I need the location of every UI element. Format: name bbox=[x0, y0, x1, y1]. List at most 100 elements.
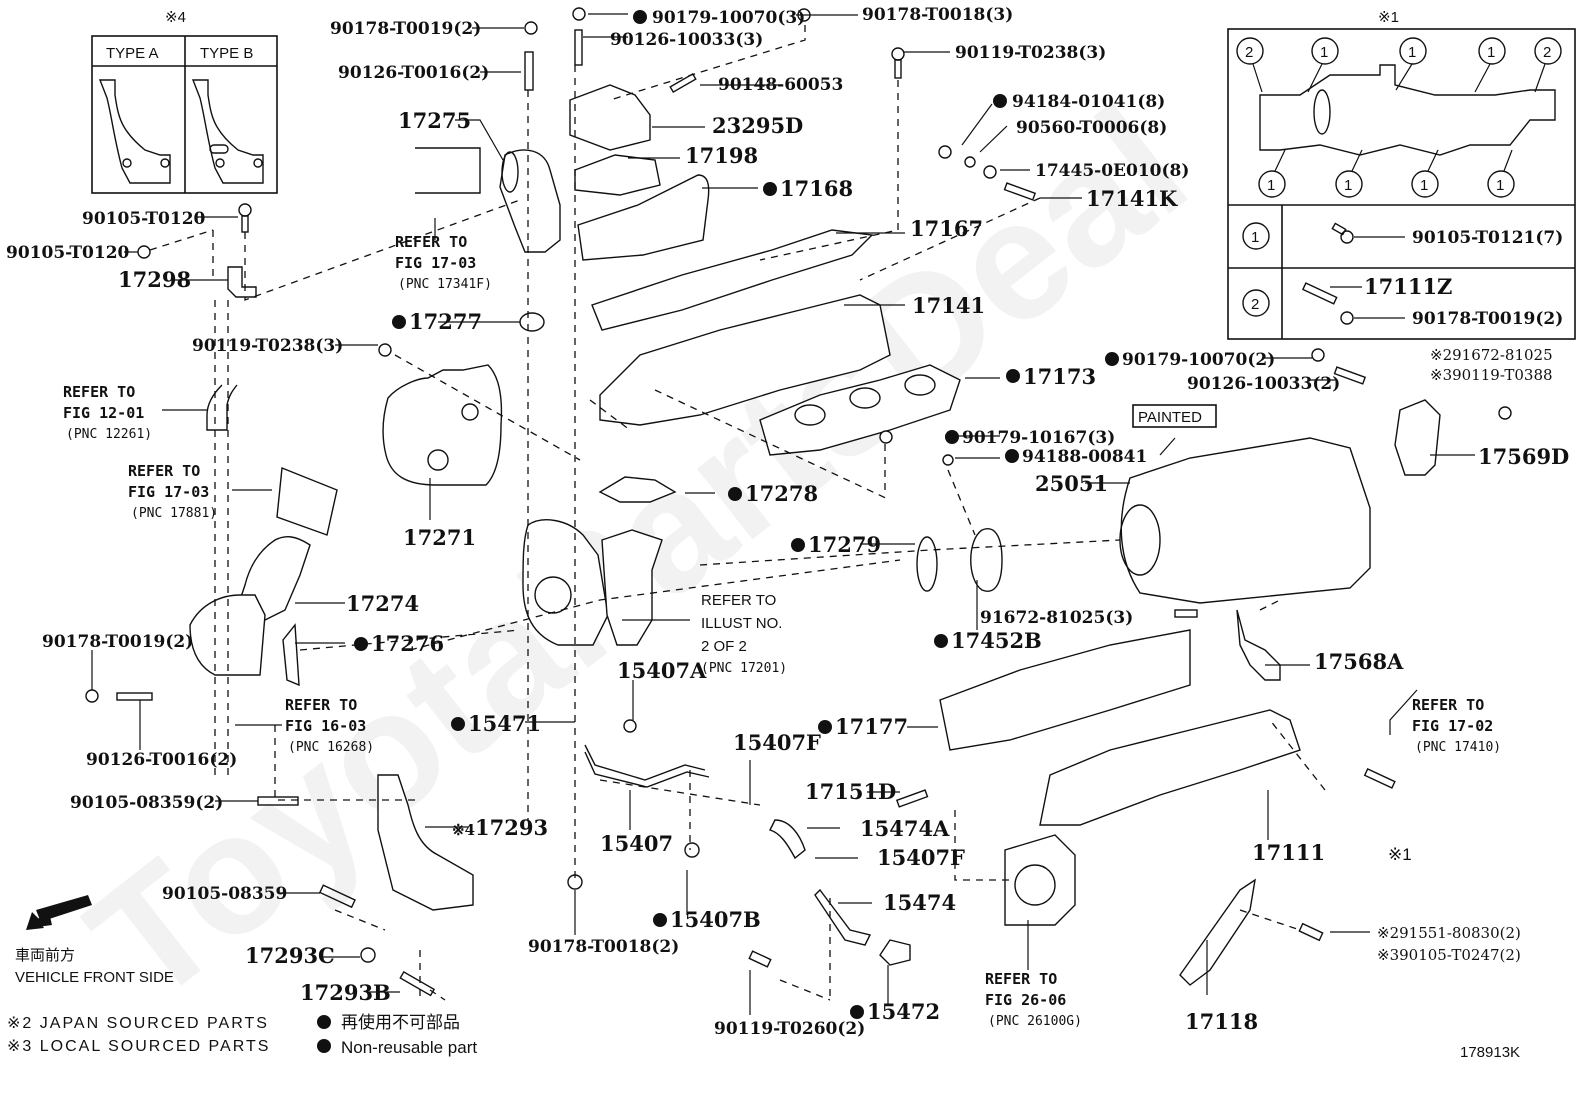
label-15407F-b[interactable]: 15407F bbox=[877, 845, 965, 870]
label-15407B[interactable]: 15407B bbox=[670, 907, 761, 932]
label-94184-01041[interactable]: 94184-01041(8) bbox=[1012, 92, 1165, 112]
label-17173[interactable]: 17173 bbox=[1023, 364, 1096, 389]
label-90560-T0006[interactable]: 90560-T0006(8) bbox=[1016, 118, 1167, 138]
label-90178-T0019-top[interactable]: 90178-T0019(2) bbox=[330, 19, 481, 39]
label-91672-81025-3[interactable]: 91672-81025(3) bbox=[980, 608, 1133, 628]
label-15407[interactable]: 15407 bbox=[600, 831, 673, 856]
label-17276[interactable]: 17276 bbox=[371, 631, 444, 656]
bracket-17298-icon bbox=[227, 266, 257, 298]
diagram-stroke bbox=[253, 158, 263, 168]
label-90126-10033-3[interactable]: 90126-10033(3) bbox=[610, 30, 763, 50]
label-17277[interactable]: 17277 bbox=[409, 309, 482, 334]
label-90179-10070-3[interactable]: 90179-10070(3) bbox=[652, 8, 805, 28]
label-17568A[interactable]: 17568A bbox=[1314, 649, 1404, 674]
label-90178-T0018-3[interactable]: 90178-T0018(3) bbox=[862, 5, 1013, 25]
label-94188-00841[interactable]: 94188-00841 bbox=[1022, 447, 1147, 467]
label-17275[interactable]: 17275 bbox=[398, 108, 471, 133]
refer-17881[interactable]: REFER TO FIG 17-03 (PNC 17881) bbox=[128, 462, 217, 521]
label-90119-T0238-top[interactable]: 90119-T0238(3) bbox=[955, 43, 1106, 63]
diagram-stroke bbox=[1242, 222, 1270, 250]
label-90105-08359[interactable]: 90105-08359 bbox=[162, 884, 287, 904]
label-17452B[interactable]: 17452B bbox=[951, 628, 1042, 653]
label-90105-T0120-a[interactable]: 90105-T0120 bbox=[82, 209, 206, 229]
non-reusable-dot bbox=[850, 1005, 864, 1019]
label-15471[interactable]: 15471 bbox=[468, 711, 541, 736]
label-17111[interactable]: 17111 bbox=[1252, 840, 1325, 865]
label-90105-08359-2[interactable]: 90105-08359(2) bbox=[70, 793, 223, 813]
label-17569D[interactable]: 17569D bbox=[1478, 444, 1569, 469]
bolt-icon bbox=[623, 719, 637, 733]
label-23295D[interactable]: 23295D bbox=[712, 113, 803, 138]
label-17177[interactable]: 17177 bbox=[835, 714, 908, 739]
bracket-17568A-icon bbox=[1236, 609, 1281, 681]
label-17445-0E010[interactable]: 17445-0E010(8) bbox=[1035, 161, 1189, 181]
part-outlines bbox=[189, 84, 1441, 986]
label-15474[interactable]: 15474 bbox=[883, 890, 956, 915]
label-17111Z[interactable]: 17111Z bbox=[1364, 274, 1452, 299]
label-17293[interactable]: ※417293 bbox=[452, 815, 548, 840]
label-15407A[interactable]: 15407A bbox=[617, 658, 707, 683]
label-90105-T0120-b[interactable]: 90105-T0120 bbox=[6, 243, 130, 263]
label-90178-T0019-inset[interactable]: 90178-T0019(2) bbox=[1412, 309, 1563, 329]
label-17141K[interactable]: 17141K bbox=[1086, 186, 1178, 211]
label-90179-10167[interactable]: 90179-10167(3) bbox=[962, 428, 1115, 448]
refer-17341F[interactable]: REFER TO FIG 17-03 (PNC 17341F) bbox=[395, 233, 492, 292]
diagram-stroke bbox=[1258, 170, 1286, 198]
nut-icon bbox=[983, 165, 997, 179]
diagram-stroke bbox=[904, 374, 936, 396]
label-90105-T0247-local[interactable]: ※390105-T0247(2) bbox=[1377, 946, 1521, 964]
label-15474A[interactable]: 15474A bbox=[860, 816, 950, 841]
label-17198[interactable]: 17198 bbox=[685, 143, 758, 168]
label-90148-60053[interactable]: 90148-60053 bbox=[718, 75, 843, 95]
label-17278[interactable]: 17278 bbox=[745, 481, 818, 506]
refer-17201[interactable]: REFER TO ILLUST NO. 2 OF 2 (PNC 17201) bbox=[701, 592, 787, 676]
refer-line: (PNC 12261) bbox=[66, 427, 152, 442]
refer-26100G[interactable]: REFER TO FIG 26-06 (PNC 26100G) bbox=[985, 970, 1082, 1029]
catalytic-converter-25051-icon bbox=[1120, 437, 1371, 604]
label-part: JAPAN SOURCED PARTS bbox=[40, 1015, 269, 1032]
label-17274[interactable]: 17274 bbox=[346, 591, 419, 616]
label-90119-T0388-local[interactable]: ※390119-T0388 bbox=[1430, 366, 1553, 384]
label-17298[interactable]: 17298 bbox=[118, 267, 191, 292]
diagram-stroke bbox=[1534, 37, 1562, 65]
refer-17410[interactable]: REFER TO FIG 17-02 (PNC 17410) bbox=[1412, 696, 1501, 755]
label-part: 90119-T0388 bbox=[1452, 366, 1552, 384]
diagram-stroke bbox=[1242, 289, 1270, 317]
label-17293B[interactable]: 17293B bbox=[300, 980, 391, 1005]
label-91551-80830-japan[interactable]: ※291551-80830(2) bbox=[1377, 924, 1521, 942]
diagram-stroke bbox=[794, 404, 826, 426]
label-15472[interactable]: 15472 bbox=[867, 999, 940, 1024]
label-part: ※4 bbox=[452, 821, 475, 839]
diagram-stroke bbox=[209, 144, 229, 154]
label-90126-T0016-top[interactable]: 90126-T0016(2) bbox=[338, 63, 489, 83]
fasteners bbox=[85, 7, 1512, 997]
label-91672-81025-japan[interactable]: ※291672-81025 bbox=[1430, 346, 1553, 364]
label-15407F-a[interactable]: 15407F bbox=[733, 730, 821, 755]
label-17141[interactable]: 17141 bbox=[912, 293, 985, 318]
label-17118[interactable]: 17118 bbox=[1185, 1009, 1258, 1034]
nut-icon bbox=[1340, 311, 1354, 325]
label-90119-T0238-left[interactable]: 90119-T0238(3) bbox=[192, 336, 343, 356]
label-90179-10070-2[interactable]: 90179-10070(2) bbox=[1122, 350, 1275, 370]
label-90119-T0260[interactable]: 90119-T0260(2) bbox=[714, 1019, 865, 1039]
intake-manifold-outline-icon bbox=[1259, 64, 1556, 156]
diagram-stroke bbox=[1340, 230, 1354, 244]
label-25051[interactable]: 25051 bbox=[1035, 471, 1108, 496]
painted-label: PAINTED bbox=[1138, 409, 1202, 426]
label-17167[interactable]: 17167 bbox=[910, 216, 983, 241]
label-17151D[interactable]: 17151D bbox=[805, 779, 896, 804]
label-90126-T0016-left[interactable]: 90126-T0016(2) bbox=[86, 750, 237, 770]
label-17168[interactable]: 17168 bbox=[780, 176, 853, 201]
label-90178-T0019-left[interactable]: 90178-T0019(2) bbox=[42, 632, 193, 652]
refer-16268[interactable]: REFER TO FIG 16-03 (PNC 16268) bbox=[285, 696, 374, 755]
label-17271[interactable]: 17271 bbox=[403, 525, 476, 550]
refer-12261[interactable]: REFER TO FIG 12-01 (PNC 12261) bbox=[63, 383, 152, 442]
refer-line: FIG 17-03 bbox=[395, 254, 476, 272]
label-90105-T0121[interactable]: 90105-T0121(7) bbox=[1412, 228, 1563, 248]
label-17293C[interactable]: 17293C bbox=[245, 943, 335, 968]
label-90178-T0018-2[interactable]: 90178-T0018(2) bbox=[528, 937, 679, 957]
row1-circle: 1 bbox=[1251, 229, 1259, 246]
label-90126-10033-2[interactable]: 90126-10033(2) bbox=[1187, 374, 1340, 394]
label-17279[interactable]: 17279 bbox=[808, 532, 881, 557]
